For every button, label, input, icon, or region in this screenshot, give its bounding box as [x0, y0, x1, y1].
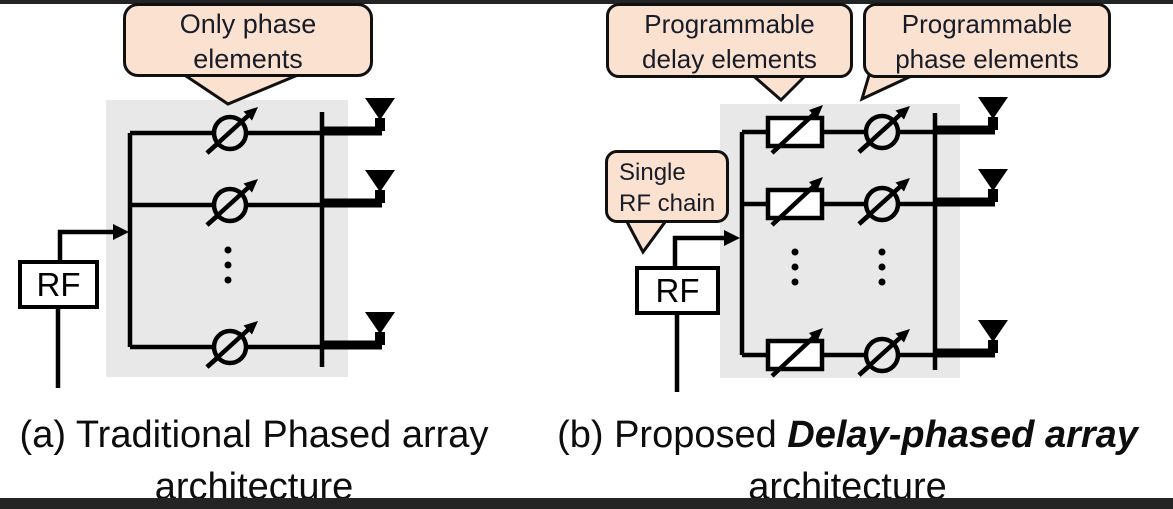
panel-a-diagram: [18, 98, 395, 388]
callout-text-line: Single: [619, 159, 686, 186]
caption-panel-a-line1: (a) Traditional Phased array: [0, 410, 514, 460]
callout-programmable-phase-elements: Programmable phase elements: [863, 3, 1111, 78]
caption-panel-b-line1: (b) Proposed Delay-phased array: [522, 410, 1173, 460]
bottom-border-bar: [0, 498, 1173, 509]
caption-emphasis-text: Delay-phased array: [787, 414, 1138, 456]
rf-box-label: RF: [655, 272, 700, 309]
caption-text: (b) Proposed: [557, 414, 788, 456]
callout-text-line: delay elements: [642, 44, 817, 74]
callout-text-line: phase elements: [895, 44, 1079, 74]
callout-tail-phase: [859, 70, 921, 102]
callout-programmable-delay-elements: Programmable delay elements: [606, 3, 853, 78]
callout-text-line: Programmable: [901, 9, 1073, 39]
callout-text-line: Only phase: [179, 9, 317, 39]
callout-tail-rf-chain: [623, 217, 670, 255]
rf-feed-line: [672, 235, 726, 269]
panel-b-diagram: [635, 97, 1008, 392]
callout-only-phase-elements: Only phase elements: [123, 3, 373, 77]
rf-chain-box: [635, 266, 720, 315]
ellipsis-dots: [791, 248, 799, 286]
ellipsis-dots: [224, 246, 232, 284]
callout-tail-delay: [748, 70, 811, 103]
callout-tail-only-phase: [179, 70, 306, 106]
top-border-bar: [0, 0, 1173, 4]
caption-text: (a) Traditional Phased array: [19, 414, 489, 456]
callout-text-line: elements: [193, 44, 303, 74]
callout-text-line: Programmable: [644, 9, 815, 39]
rf-box-label: RF: [36, 266, 81, 303]
panel-b-array-box: [720, 104, 960, 378]
callout-text-line: RF chain: [619, 190, 716, 217]
rf-feed-line: [57, 229, 116, 263]
ellipsis-dots: [878, 248, 886, 286]
callout-single-rf-chain: Single RF chain: [605, 150, 729, 223]
